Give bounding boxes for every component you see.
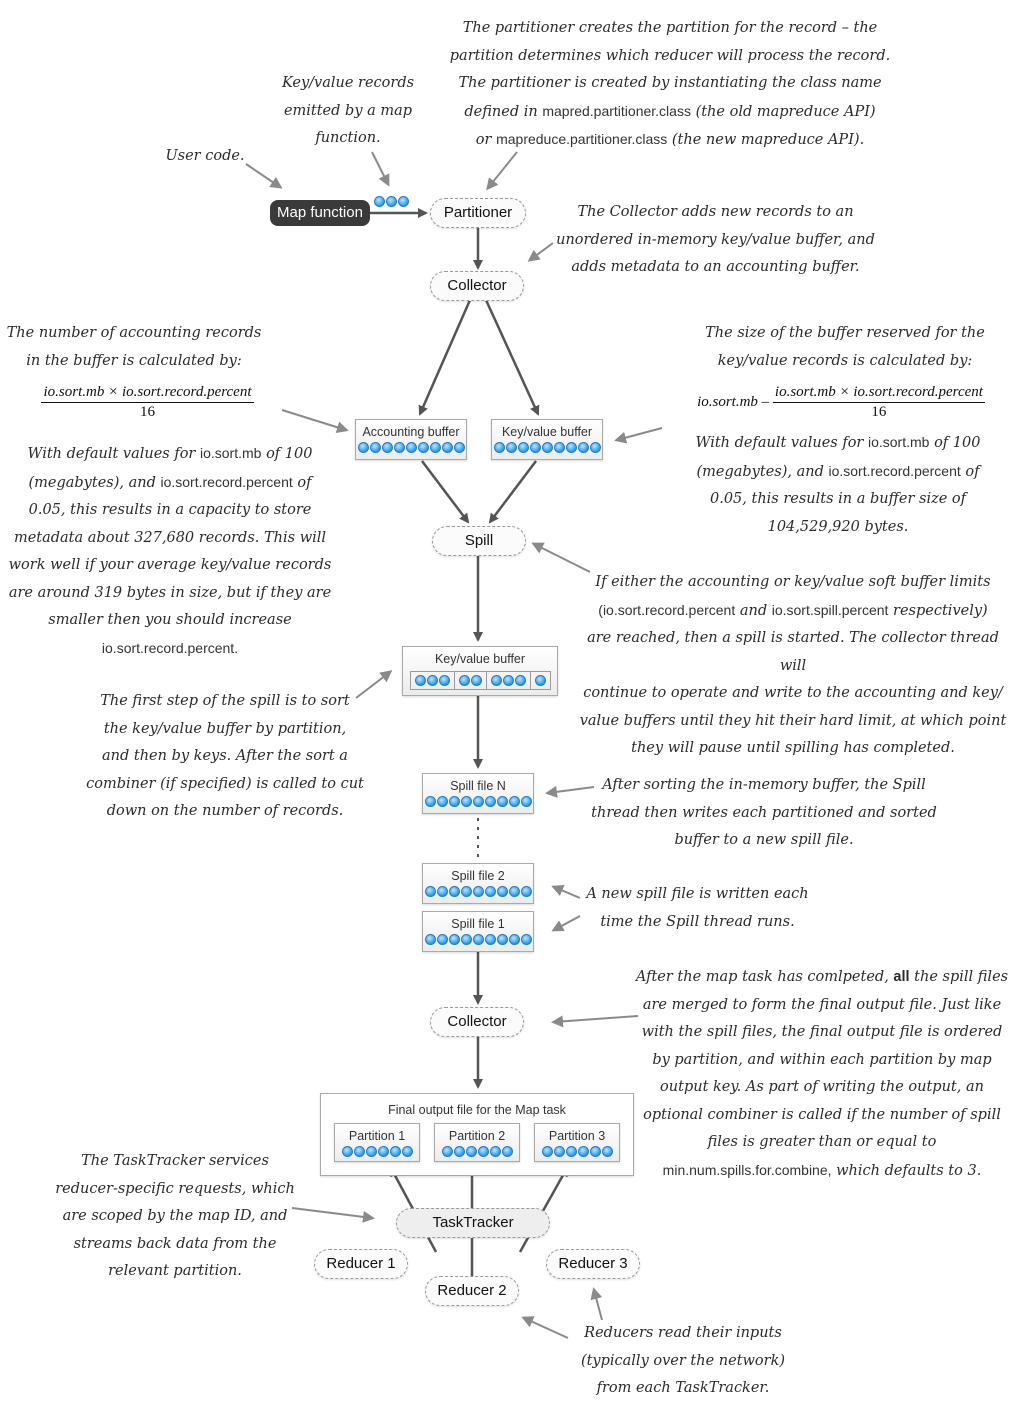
property-mapreduce-partitioner-class: mapreduce.partitioner.class xyxy=(496,131,668,147)
arrow-collector-to-kv xyxy=(484,299,540,416)
record-dot xyxy=(386,196,397,207)
note-accounting-count: The number of accounting records in the … xyxy=(6,325,262,369)
note-spill: If either the accounting or key/value so… xyxy=(579,574,1007,756)
collector-node: Collector xyxy=(430,271,524,301)
partition-3: Partition 3 xyxy=(534,1123,620,1162)
note-collector: The Collector adds new records to an uno… xyxy=(556,204,875,275)
note-kv-size: The size of the buffer reserved for the … xyxy=(705,325,985,369)
partition-1: Partition 1 xyxy=(334,1123,420,1162)
note-left-defaults: With default values for io.sort.mb of 10… xyxy=(8,445,332,656)
collector-merge-node: Collector xyxy=(430,1007,524,1037)
note-right-defaults: With default values for io.sort.mb of 10… xyxy=(695,434,981,535)
reducer-3-node: Reducer 3 xyxy=(546,1249,640,1279)
reducer-2-node: Reducer 2 xyxy=(425,1276,519,1306)
record-dot xyxy=(374,196,385,207)
arrow-collector-to-accounting xyxy=(418,299,472,416)
note-tasktracker: The TaskTracker services reducer-specifi… xyxy=(55,1153,295,1279)
partition-2: Partition 2 xyxy=(434,1123,520,1162)
formula-kv-size: io.sort.mb – io.sort.mb × io.sort.record… xyxy=(697,384,985,420)
reducer-1-node: Reducer 1 xyxy=(314,1249,408,1279)
spill-file-1: Spill file 1 xyxy=(422,911,534,952)
spill-node: Spill xyxy=(432,526,526,556)
note-new-spill: A new spill file is written each time th… xyxy=(586,886,809,930)
spill-file-2: Spill file 2 xyxy=(422,863,534,904)
buffer-records xyxy=(492,442,602,453)
note-user-code: User code. xyxy=(165,148,245,164)
note-merge: After the map task has comlpeted, all th… xyxy=(635,969,1009,1179)
buffer-records xyxy=(356,442,466,453)
note-reducers: Reducers read their inputs (typically ov… xyxy=(580,1325,786,1396)
note-spill-file: After sorting the in-memory buffer, the … xyxy=(591,777,937,848)
map-function-node: Map function xyxy=(270,200,370,226)
arrow-kv-to-spill xyxy=(488,460,537,524)
partitioned-segments xyxy=(409,671,551,690)
note-partitioner: The partitioner creates the partition fo… xyxy=(449,20,891,148)
note-kv-emitted: Key/value records emitted by a map funct… xyxy=(281,75,415,146)
pointer-arrows xyxy=(245,151,663,1339)
partitioner-node: Partitioner xyxy=(430,198,526,228)
record-dot xyxy=(398,196,409,207)
spill-file-n: Spill file N xyxy=(422,773,534,814)
final-output-file: Final output file for the Map task Parti… xyxy=(320,1093,634,1176)
arrow-accounting-to-spill xyxy=(421,460,470,524)
property-mapred-partitioner-class: mapred.partitioner.class xyxy=(542,102,691,119)
sorted-kv-buffer: Key/value buffer xyxy=(402,646,558,696)
tasktracker-node: TaskTracker xyxy=(396,1208,550,1238)
emitted-records xyxy=(374,196,409,207)
kv-buffer: Key/value buffer xyxy=(491,419,603,460)
accounting-buffer: Accounting buffer xyxy=(355,419,467,460)
note-sort: The first step of the spill is to sort t… xyxy=(86,693,364,819)
